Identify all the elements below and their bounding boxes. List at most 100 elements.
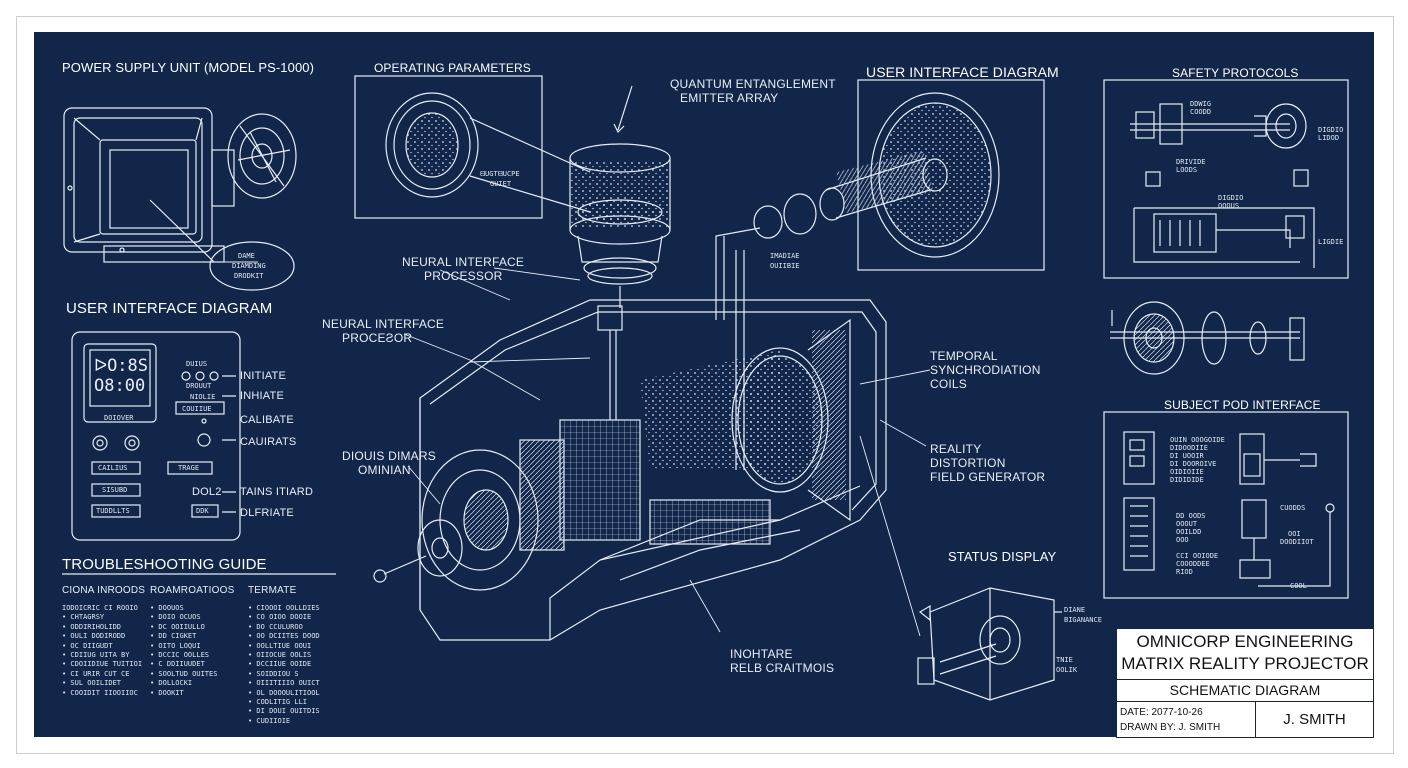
- troubleshooting-item: • OO DCIITES DOOD: [248, 632, 320, 641]
- ui-rect-button-4[interactable]: DOL2: [192, 486, 222, 498]
- subject-pod-note: OIDIOIIE: [1170, 468, 1204, 476]
- coupling-mechanism-drawing: [1110, 301, 1305, 375]
- troubleshooting-item: • OOLLTIUE OOUI: [248, 641, 312, 650]
- title-block: OMNICORP ENGINEERING MATRIX REALITY PROJ…: [1116, 628, 1374, 738]
- psu-note-line1: DAME: [238, 252, 255, 260]
- subject-pod-note: DIDIDIDE: [1170, 476, 1204, 484]
- ui-display-line1: ᐅO:8S: [94, 356, 149, 376]
- inohare-callout-line1: INOHTARE: [730, 647, 793, 661]
- ui-small-button-3[interactable]: NIOLIE: [190, 393, 216, 401]
- ui-rect-button-5[interactable]: TUDDLLTS: [96, 507, 130, 515]
- subject-pod-drawing: [1103, 411, 1349, 599]
- troubleshooting-item: • DC OOIIULLO: [150, 622, 205, 631]
- title-block-meta: DATE: 2077-10-26 DRAWN BY: J. SMITH: [1117, 702, 1256, 737]
- ui-label-inhiate: INHIATE: [240, 390, 284, 402]
- safety-note-9: LIGDIE: [1318, 238, 1344, 246]
- temporal-callout-line2: SYNCHRODIATION: [930, 363, 1041, 377]
- troubleshooting-item: • DD CIGKET: [150, 632, 197, 641]
- quantum-callout-line2: EMITTER ARRAY: [680, 91, 779, 105]
- power-supply-heading: POWER SUPPLY UNIT (MODEL PS-1000): [62, 60, 315, 75]
- troubleshooting-item: • CHTAGRSY: [62, 613, 105, 622]
- status-display-drawing: [917, 587, 1062, 701]
- troubleshooting-col-3: • CIOOOI OOLLDIES• CO OIOO DOOIE• DO CCU…: [248, 604, 320, 726]
- subject-pod-note: DOODIIOT: [1280, 538, 1314, 546]
- troubleshooting-item: • OULI DODIRODD: [62, 632, 126, 641]
- ui-panel-drawing: [71, 331, 241, 541]
- troubleshooting-item: • CDIIUG UITA BY: [62, 651, 130, 660]
- ui-small-button-4[interactable]: COUIIUE: [182, 405, 212, 413]
- subject-pod-note: CUODDS: [1280, 504, 1306, 512]
- troubleshooting-item: • SUL OOILIDET: [62, 679, 122, 688]
- operating-parameters-drawing: [354, 75, 591, 219]
- troubleshooting-item: IODOICRIC CI ROOIO: [62, 604, 138, 612]
- troubleshooting-item: • CI URIR CUT CE: [62, 669, 130, 678]
- troubleshooting-item: • DOOKIT: [150, 688, 184, 697]
- ui-label-initiate: INITIATE: [240, 370, 287, 382]
- troubleshooting-item: • C DDIIUUDET: [150, 660, 205, 669]
- troubleshooting-item: • DOIO OCUOS: [150, 613, 201, 622]
- neural-mid-callout-line1: NEURAL INTERFACE: [322, 317, 445, 331]
- troubleshooting-heading: TROUBLESHOOTING GUIDE: [62, 556, 267, 573]
- troubleshooting-col-header-3: TERMATE: [248, 585, 297, 596]
- safety-protocols-heading: SAFETY PROTOCOLS: [1172, 66, 1299, 80]
- ui-small-button-2[interactable]: DROUUT: [186, 382, 212, 390]
- reality-callout-line3: FIELD GENERATOR: [930, 470, 1046, 484]
- operating-parameters-heading: OPERATING PARAMETERS: [374, 61, 531, 75]
- mid-small-line1: IMADIAE: [770, 252, 800, 260]
- ui-rect-button-2[interactable]: TRAGE: [178, 464, 200, 472]
- safety-note-4: LIDOD: [1318, 134, 1340, 142]
- ui-label-tains: TAINS ITIARD: [240, 486, 314, 498]
- subject-pod-note: OOO: [1176, 536, 1189, 544]
- troubleshooting-item: • DOLLOCKI: [150, 679, 193, 688]
- subject-pod-note: OUIN OOOGOIDE: [1170, 436, 1225, 444]
- product-name: MATRIX REALITY PROJECTOR: [1121, 654, 1369, 673]
- op-small-line2: GUIET: [490, 180, 512, 188]
- main-housing-drawing: [419, 250, 887, 641]
- subject-pod-note: COOODDEE: [1176, 560, 1210, 568]
- ui-label-cauirats: CAUIRATS: [240, 436, 297, 448]
- temporal-callout-line3: COILS: [930, 377, 968, 391]
- subject-pod-note: DIDOODIIE: [1170, 444, 1208, 452]
- troubleshooting-col-2: • DOOUOS• DOIO OCUOS• DC OOIIULLO• DD CI…: [150, 604, 217, 698]
- safety-note-1: DDWIG: [1190, 100, 1212, 108]
- ui-small-button-1[interactable]: DUIUS: [186, 360, 208, 368]
- ui-display-caption: DOIOVER: [104, 414, 134, 422]
- troubleshooting-item: • ODDIRIHOLIDD: [62, 622, 122, 631]
- psu-note-line2: DIAMDING: [232, 262, 266, 270]
- ui-display: ᐅO:8S O8:00: [94, 356, 148, 396]
- neural-top-callout-line2: PROCESSOR: [424, 269, 503, 283]
- title-block-header: OMNICORP ENGINEERING MATRIX REALITY PROJ…: [1117, 629, 1373, 680]
- safety-note-8: OOOUS: [1218, 202, 1240, 210]
- quantum-emitter-drawing: [569, 85, 671, 420]
- ui-rect-button-3[interactable]: SISUBD: [102, 486, 128, 494]
- troubleshooting-item: • DO CCULUROO: [248, 622, 303, 631]
- ui-rect-button-1[interactable]: CAILIUS: [98, 464, 128, 472]
- troubleshooting-item: • CIOOOI OOLLDIES: [248, 604, 320, 612]
- quantum-callout-line1: QUANTUM ENTANGLEMENT: [670, 77, 836, 91]
- subject-pod-heading: SUBJECT POD INTERFACE: [1164, 398, 1321, 412]
- subject-pod-note: CCI OOIODE: [1176, 552, 1219, 560]
- neural-mid-callout-line2: PROCEƧOR: [342, 331, 413, 345]
- psu-note-line3: DRODKIT: [234, 272, 264, 280]
- troubleshooting-item: • SOOLTUD OUITES: [150, 669, 218, 678]
- troubleshooting-col-header-1: CIONA INROODS: [62, 585, 146, 596]
- ui-rect-button-6[interactable]: DDK: [196, 507, 209, 515]
- drawn-by: DRAWN BY: J. SMITH: [1120, 722, 1221, 733]
- temporal-callout-line1: TEMPORAL: [930, 349, 998, 363]
- user-interface-heading-left: USER INTERFACE DIAGRAM: [66, 300, 273, 317]
- troubleshooting-item: • OL DOOOULITIOOL: [248, 688, 320, 697]
- safety-note-6: LOODS: [1176, 166, 1198, 174]
- power-supply-drawing: [63, 107, 297, 291]
- subject-pod-note: DD OODS: [1176, 512, 1206, 520]
- mid-small-line2: OUIIBIE: [770, 262, 800, 270]
- troubleshooting-item: • OIIITIIIO OUICT: [248, 679, 320, 688]
- ui-label-dlfriate: DLFRIATE: [240, 507, 294, 519]
- safety-note-7: DIGDIO: [1218, 194, 1244, 202]
- status-note-line4: OOLIK: [1056, 666, 1078, 674]
- troubleshooting-item: • CO OIOO DOOIE: [248, 613, 312, 622]
- subject-pod-note: OOOUT: [1176, 520, 1198, 528]
- op-small-line1: ᗺUGTᗺUCPE: [480, 170, 520, 178]
- troubleshooting-item: • DOOUOS: [150, 604, 184, 612]
